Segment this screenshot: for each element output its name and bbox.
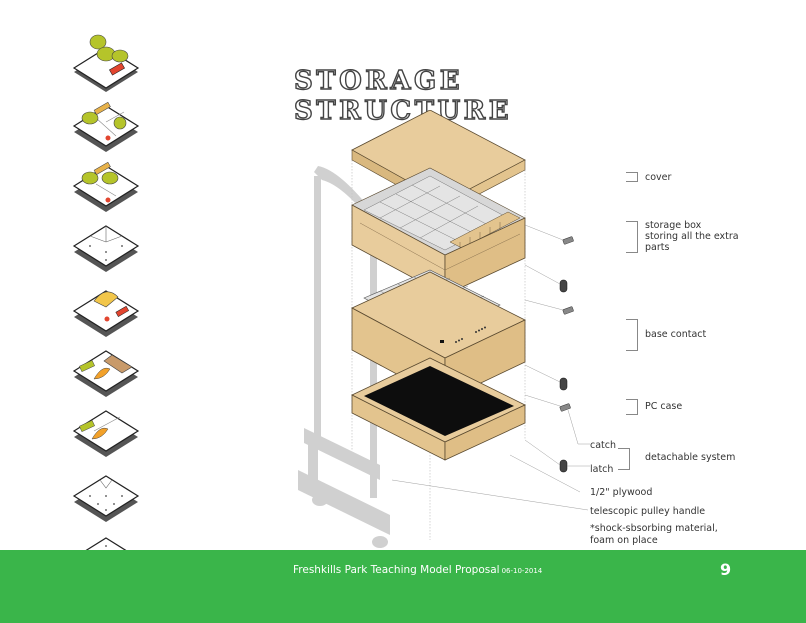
label-pulley-handle: telescopic pulley handle (590, 506, 706, 517)
thumbnail-8 (72, 475, 140, 522)
latch-1 (559, 279, 568, 293)
footer-date: 06-10-2014 (501, 567, 543, 575)
latch-2 (559, 377, 568, 391)
thumbnail-2 (72, 101, 140, 152)
label-pc-case: PC case (645, 401, 683, 412)
footer-title-text: Freshkills Park Teaching Model Proposal (293, 564, 500, 576)
storage-box-bracket (626, 221, 638, 253)
catch-1 (562, 236, 574, 245)
page-number: 9 (720, 560, 732, 579)
label-cover: cover (645, 172, 672, 183)
label-latch: latch (590, 464, 614, 475)
label-shock-2: foam on place (590, 535, 658, 546)
thumbnail-4 (72, 225, 140, 272)
cover-bracket (626, 172, 638, 182)
label-detachable-system: detachable system (645, 452, 736, 463)
catch-2 (562, 306, 574, 315)
thumbnail-column (66, 30, 146, 590)
thumbnail-6 (72, 350, 140, 397)
leader-lines (391, 224, 590, 511)
page-title: STORAGE STRUCTURE (293, 65, 513, 126)
hardware (559, 236, 574, 473)
storage-box (351, 167, 526, 296)
label-shock-1: *shock-sbsorbing material, (590, 523, 718, 534)
thumbnail-1 (72, 34, 140, 92)
label-catch: catch (590, 440, 617, 451)
catch-3 (559, 403, 571, 412)
label-storage-box-3: parts (645, 242, 670, 253)
label-plywood: 1/2" plywood (590, 487, 653, 498)
foam-insert (364, 366, 514, 436)
label-base-contact: base contact (645, 329, 707, 340)
exploded-storage-diagram (298, 110, 590, 548)
latch-3 (559, 459, 568, 473)
pc-case-tray (351, 357, 526, 461)
detachable-system-bracket (618, 448, 630, 470)
label-storage-box-2: storing all the extra (645, 231, 739, 242)
thumbnail-7 (72, 410, 140, 457)
label-storage-box-1: storage box (645, 220, 702, 231)
thumbnail-5 (72, 290, 140, 337)
pc-case-bracket (626, 399, 638, 415)
base-contact-bracket (626, 319, 638, 351)
thumbnail-3 (72, 161, 140, 212)
base-contact-box (351, 271, 526, 401)
